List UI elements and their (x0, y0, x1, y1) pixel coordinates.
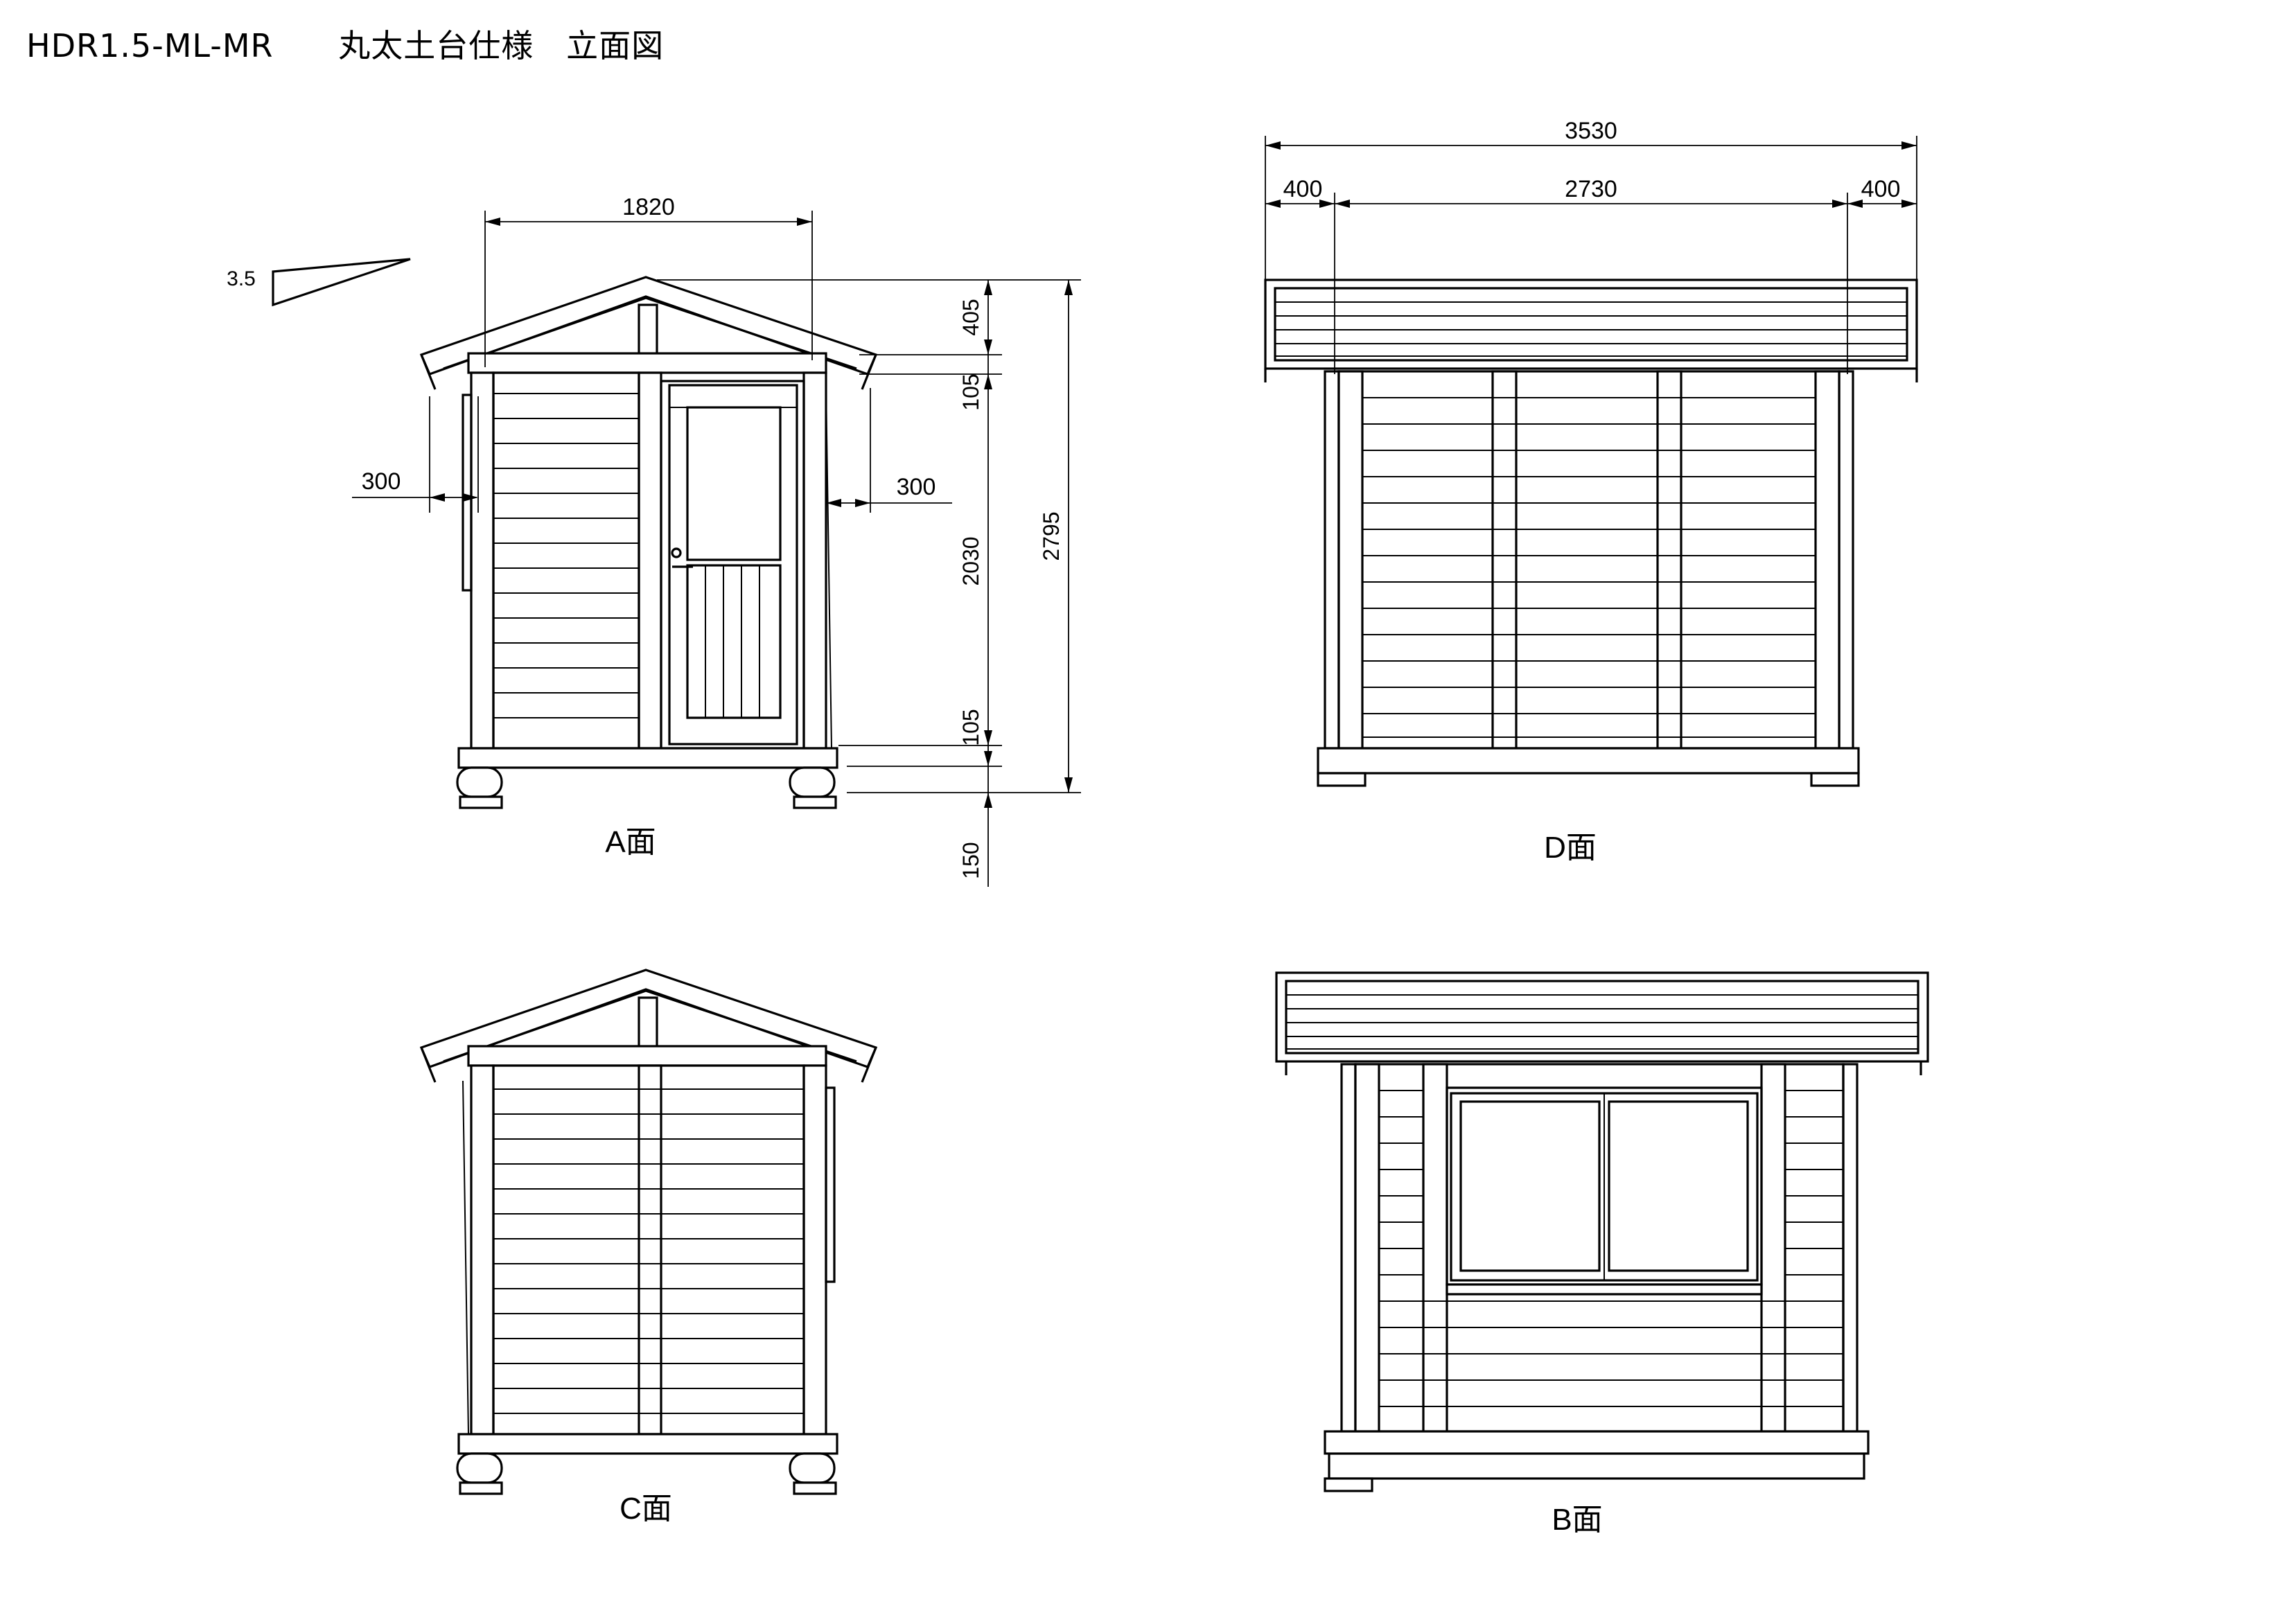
dim-a-total-height: 2795 (1039, 511, 1064, 561)
label-view-a: A面 (605, 825, 656, 859)
b-siding (1379, 1090, 1843, 1407)
a-dimensions: 1820 3.5 300 300 (227, 194, 1081, 887)
dim-d-overhang-left: 400 (1283, 176, 1323, 202)
drawing-title: HDR1.5-ML-MR 丸太土台仕様 立面図 (26, 21, 664, 67)
roof-pitch-triangle (272, 258, 411, 307)
dim-d-overhang-right: 400 (1861, 176, 1901, 202)
a-top-beam (467, 352, 827, 374)
elevation-a: A面 (419, 276, 878, 859)
sheet-name: 立面図 (566, 27, 665, 64)
dim-a-eave-right: 300 (897, 474, 936, 500)
a-log-left (456, 766, 503, 798)
label-view-c: C面 (620, 1492, 672, 1526)
elevation-d: D面 (1264, 279, 1918, 865)
a-sill (457, 747, 838, 769)
a-left-siding (492, 371, 640, 750)
a-right-post (802, 371, 827, 750)
a-left-post (470, 371, 495, 750)
elevation-b: B面 (1275, 971, 1929, 1537)
door-knob-icon (671, 547, 682, 558)
dim-a-foundation-height: 150 (958, 842, 983, 879)
label-view-d: D面 (1544, 831, 1597, 865)
d-wall (1337, 370, 1840, 750)
dim-a-roof-height: 405 (958, 299, 983, 335)
dim-a-width: 1820 (622, 194, 675, 220)
d-siding (1362, 397, 1816, 738)
a-log-right (789, 766, 836, 798)
dim-d-body-width: 2730 (1565, 176, 1617, 202)
c-siding (493, 1088, 804, 1414)
a-center-post (638, 371, 662, 750)
b-sill (1328, 1452, 1865, 1480)
d-roof (1264, 279, 1918, 370)
dim-d-total-width: 3530 (1565, 118, 1617, 144)
a-door (660, 380, 805, 750)
d-sill (1317, 747, 1860, 775)
spec-name: 丸太土台仕様 (338, 27, 534, 64)
dim-a-wall-height: 2030 (958, 536, 983, 585)
label-view-b: B面 (1552, 1503, 1602, 1537)
dim-a-sill-height: 105 (958, 709, 983, 745)
b-roof (1275, 971, 1929, 1063)
dim-a-top-band: 105 (958, 373, 983, 410)
d-dimensions: 3530 400 2730 400 (1265, 118, 1917, 374)
dim-roof-pitch: 3.5 (227, 267, 256, 290)
model-code: HDR1.5-ML-MR (26, 27, 274, 64)
dim-a-eave-left: 300 (362, 468, 401, 495)
elevation-c: C面 (419, 969, 878, 1526)
b-window (1446, 1086, 1763, 1296)
